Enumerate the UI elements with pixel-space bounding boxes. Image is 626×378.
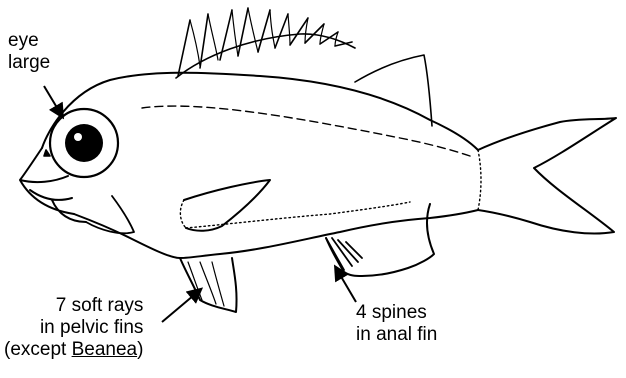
pelvic-fin-label: 7 soft rays in pelvic fins (except Beane…	[4, 295, 143, 361]
eye-label-line-1: eye	[8, 30, 50, 52]
eye-label: eye large	[8, 30, 50, 74]
pelvic-label-line-2: in pelvic fins	[4, 317, 143, 339]
pelvic-arrow	[162, 290, 200, 322]
anal-arrow	[336, 268, 356, 302]
genus-name: Beanea	[72, 339, 138, 360]
eye-arrow	[44, 86, 62, 116]
anal-label-line-2: in anal fin	[356, 324, 437, 346]
pelvic-label-line-3: (except Beanea)	[4, 339, 143, 361]
eye-label-line-2: large	[8, 52, 50, 74]
anal-label-line-1: 4 spines	[356, 302, 437, 324]
anal-fin-label: 4 spines in anal fin	[356, 302, 437, 346]
pelvic-label-prefix: (except	[4, 339, 72, 360]
pelvic-label-suffix: )	[137, 339, 143, 360]
pelvic-label-line-1: 7 soft rays	[4, 295, 143, 317]
